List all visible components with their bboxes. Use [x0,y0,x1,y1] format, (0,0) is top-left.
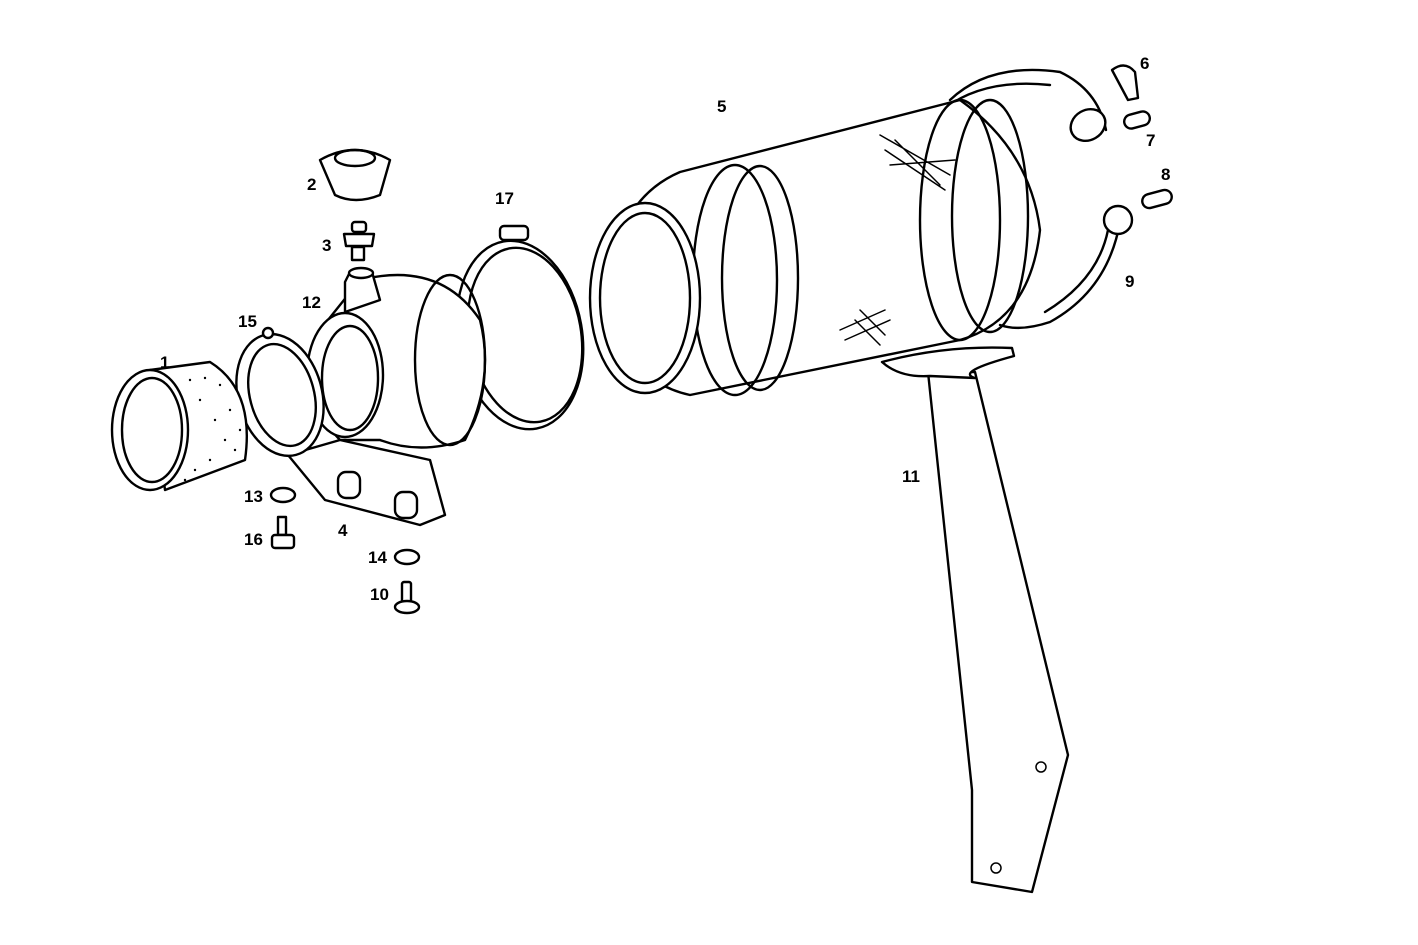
callout-14: 14 [368,548,387,567]
filter-housing-part [588,98,1042,397]
cap-part [318,148,392,202]
callout-11: 11 [902,467,920,486]
intake-housing-part [305,266,487,449]
callout-16: 16 [244,530,263,549]
callout-15: 15 [238,312,257,331]
callout-4: 4 [338,521,348,540]
callout-5: 5 [717,97,727,116]
callout-9: 9 [1125,272,1135,291]
callout-10: 10 [370,585,389,604]
small-fasteners [1110,64,1173,210]
callout-2: 2 [307,175,317,194]
callout-17: 17 [495,189,514,208]
washers-and-bolts [269,486,421,615]
callout-8: 8 [1161,165,1171,184]
callout-3: 3 [322,236,332,255]
callout-6: 6 [1140,54,1150,73]
clamp-strap-part [943,68,1134,330]
filter-element-part [110,360,249,492]
mounting-bracket-part [880,346,1070,894]
base-bracket-part [286,438,447,527]
callout-13: 13 [244,487,263,506]
callout-1: 1 [160,353,170,372]
callout-12: 12 [302,293,321,312]
callout-7: 7 [1146,131,1156,150]
fitting-part [342,220,376,262]
